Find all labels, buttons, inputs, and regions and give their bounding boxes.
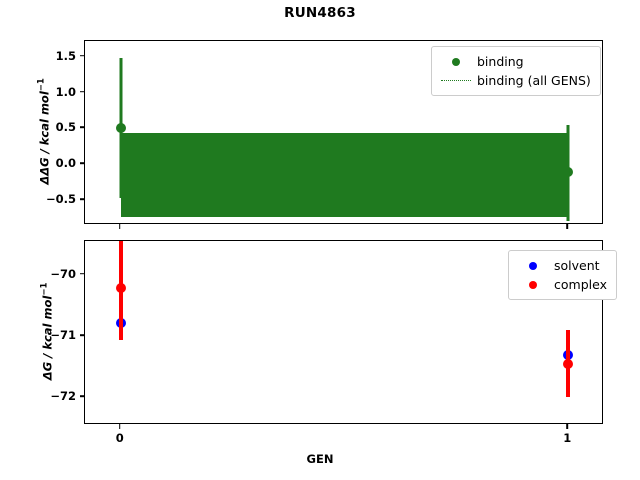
ddg-y-axis-label-exponent: −1 bbox=[36, 78, 47, 92]
x-axis-label: GEN bbox=[306, 452, 334, 466]
ddg-panel-y-tick-mark bbox=[79, 162, 84, 164]
dg-panel-y-tick-label: −71 bbox=[50, 328, 76, 343]
ddg-legend-label-1: binding (all GENS) bbox=[477, 73, 591, 88]
dg-panel-y-tick-label: −72 bbox=[50, 389, 76, 404]
ddg-panel-y-tick-mark bbox=[79, 126, 84, 129]
dg-panel-axes bbox=[84, 240, 603, 424]
ddg-panel-y-tick-label: 0.5 bbox=[55, 120, 76, 135]
dg-legend-label-0: solvent bbox=[554, 258, 600, 273]
ddg-panel-y-tick-label: 0.0 bbox=[55, 156, 76, 171]
ddg-panel-y-tick-mark bbox=[79, 198, 84, 200]
ddg-y-axis-label: ΔΔG / kcal mol−1 bbox=[37, 46, 52, 216]
ddg-panel-y-tick-label: 1.5 bbox=[55, 48, 76, 63]
x-tick-label: 1 bbox=[563, 431, 572, 445]
dg-plot-area bbox=[85, 241, 602, 423]
dg-legend-item-solvent: solvent bbox=[516, 256, 607, 275]
complex-data-point bbox=[563, 358, 574, 369]
ddg-y-axis-label-text: ΔΔG / kcal mol bbox=[37, 91, 52, 185]
dg-panel-y-tick-label: −70 bbox=[50, 266, 76, 281]
complex-marker-icon bbox=[516, 280, 550, 289]
ddg-plot-area bbox=[85, 41, 602, 223]
binding-marker-icon bbox=[439, 57, 473, 66]
dotted-line-icon bbox=[439, 80, 473, 81]
ddg-legend: binding binding (all GENS) bbox=[431, 46, 601, 96]
x-tick-mark bbox=[118, 424, 121, 429]
dg-panel-y-tick-mark bbox=[79, 334, 84, 336]
x-tick-mark bbox=[566, 224, 568, 229]
x-tick-mark bbox=[566, 424, 568, 429]
dg-legend: solvent complex bbox=[508, 250, 617, 300]
ddg-legend-label-0: binding bbox=[477, 54, 524, 69]
dg-legend-label-1: complex bbox=[554, 277, 607, 292]
binding-data-point bbox=[115, 122, 126, 133]
ddg-panel-y-tick-mark bbox=[79, 90, 84, 93]
dg-panel-y-tick-mark bbox=[79, 272, 84, 275]
dg-y-axis-label: ΔG / kcal mol−1 bbox=[40, 246, 55, 416]
ddg-panel-y-tick-label: 1.0 bbox=[55, 84, 76, 99]
figure-title: RUN4863 bbox=[284, 5, 356, 21]
dg-y-axis-label-exponent: −1 bbox=[39, 282, 50, 296]
dg-panel-y-tick-mark bbox=[79, 395, 84, 398]
ddg-legend-item-binding-all-gens: binding (all GENS) bbox=[439, 71, 591, 90]
ddg-panel-y-tick-mark bbox=[79, 54, 84, 57]
solvent-marker-icon bbox=[516, 261, 550, 270]
x-tick-mark bbox=[118, 224, 121, 229]
complex-data-point bbox=[115, 282, 126, 293]
ddg-panel-y-tick-label: −0.5 bbox=[45, 191, 76, 206]
binding-data-point bbox=[563, 167, 574, 178]
binding-all-gens-band bbox=[120, 132, 569, 218]
dg-y-axis-label-text: ΔG / kcal mol bbox=[40, 295, 55, 381]
ddg-legend-item-binding: binding bbox=[439, 52, 591, 71]
dg-legend-item-complex: complex bbox=[516, 275, 607, 294]
x-tick-label: 0 bbox=[115, 431, 124, 445]
